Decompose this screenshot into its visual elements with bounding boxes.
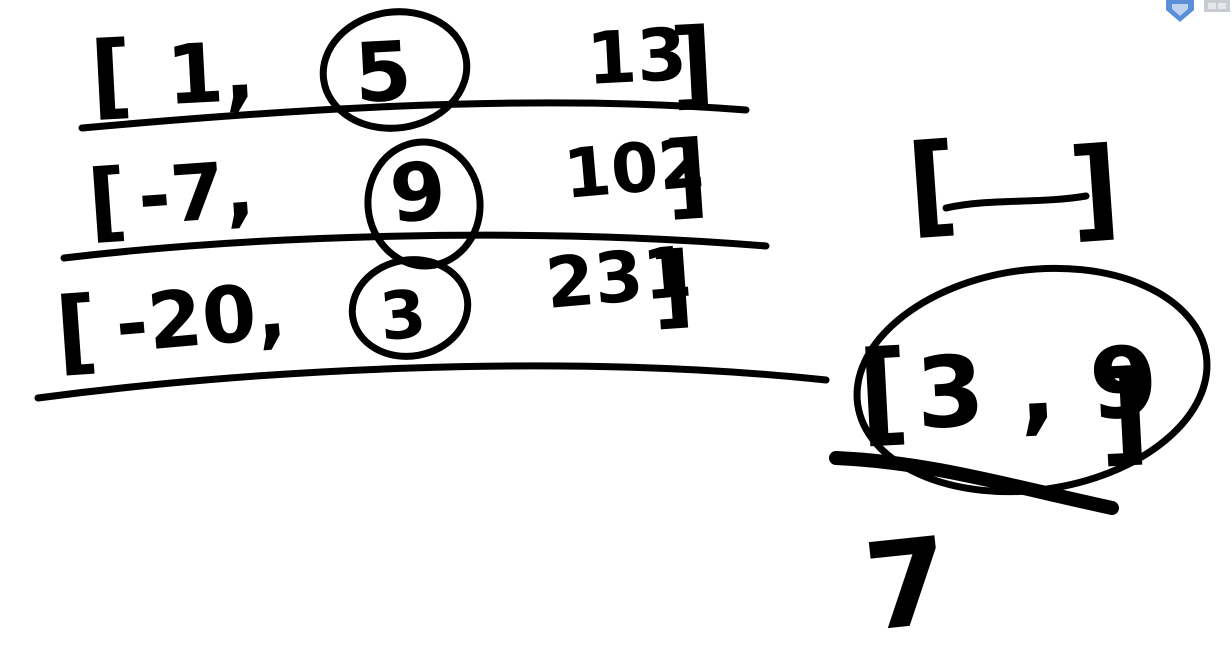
row-3-close-bracket: ] bbox=[648, 232, 696, 340]
empty-interval-dash bbox=[942, 192, 1090, 212]
row-3-middle-circle bbox=[348, 256, 472, 360]
row-2-open-bracket: [ bbox=[84, 150, 130, 252]
empty-interval: [ ] bbox=[903, 119, 1124, 254]
row-3-underline bbox=[34, 362, 830, 402]
row-2-first-value: -7, bbox=[135, 145, 257, 243]
row-1: [ 1, 5 13 ] bbox=[78, 7, 750, 132]
row-2-last-value: 102 bbox=[561, 124, 709, 215]
row-1-underline bbox=[78, 99, 750, 132]
row-2: [ -7, 9 102 ] bbox=[60, 120, 770, 270]
empty-interval-close: ] bbox=[1065, 123, 1124, 254]
result-interval-close: ] bbox=[1095, 346, 1153, 479]
result-interval-open: [ bbox=[855, 326, 913, 459]
row-2-close-bracket: ] bbox=[662, 120, 711, 230]
empty-interval-open: [ bbox=[903, 119, 962, 250]
row-3-middle-value: 3 bbox=[377, 275, 429, 356]
row-1-open-bracket: [ bbox=[88, 21, 136, 130]
row-3: [ -20, 3 231 ] bbox=[34, 231, 830, 402]
result-value: 7 bbox=[859, 512, 957, 648]
app-logo-icon bbox=[1160, 0, 1232, 26]
result-interval: [ 3 , 9 ] bbox=[829, 264, 1211, 515]
row-2-middle-value: 9 bbox=[387, 144, 449, 241]
row-3-open-bracket: [ bbox=[52, 276, 101, 386]
row-3-first-value: -20, bbox=[112, 266, 290, 371]
result-interval-values: 3 , 9 bbox=[913, 325, 1160, 452]
row-2-middle-circle bbox=[364, 138, 484, 270]
result-underline bbox=[829, 451, 1119, 515]
row-1-middle-circle bbox=[319, 8, 471, 132]
row-3-last-value: 231 bbox=[542, 231, 695, 325]
row-1-last-value: 13 bbox=[584, 12, 688, 101]
row-1-first-value: 1, bbox=[164, 24, 257, 123]
row-2-underline bbox=[60, 231, 770, 262]
row-1-close-bracket: ] bbox=[667, 7, 717, 121]
